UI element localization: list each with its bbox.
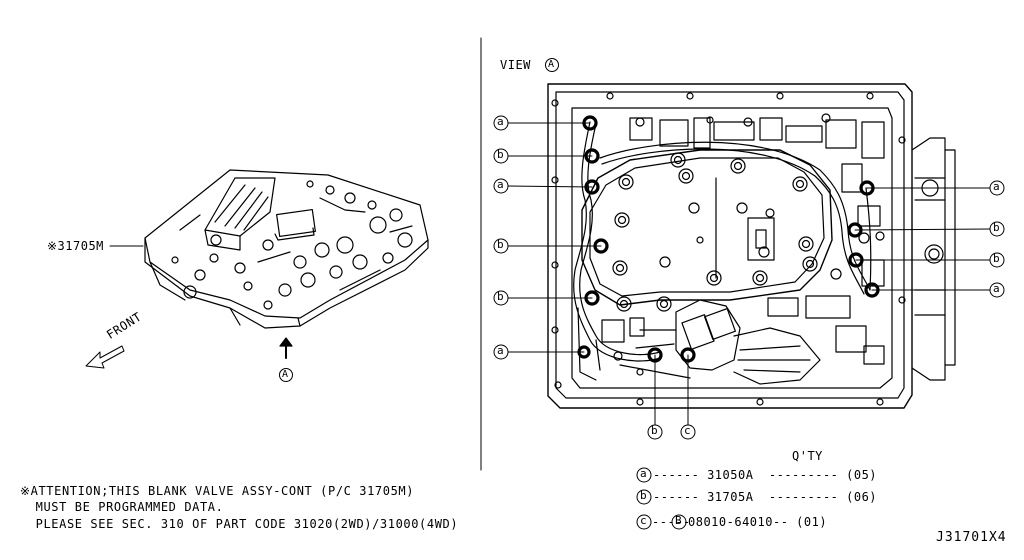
callout-letter: a	[497, 178, 505, 191]
legend-marker-letter: c	[640, 514, 648, 527]
callout-letter: b	[651, 424, 659, 437]
callout-leaders-left	[493, 115, 602, 360]
callout-letter: a	[497, 115, 505, 128]
view-title: VIEW	[500, 58, 531, 72]
view-arrow	[279, 337, 293, 382]
attention-line-2: MUST BE PROGRAMMED DATA.	[20, 500, 224, 514]
callout-letter: b	[497, 148, 505, 161]
view-marker-label: A	[282, 369, 289, 380]
callout-letter: a	[993, 180, 1001, 193]
callout-letter: c	[684, 424, 692, 437]
callout-letter: b	[993, 252, 1001, 265]
diagram-code: J31701X4	[936, 530, 1007, 545]
valve-assembly-isometric	[144, 169, 429, 329]
view-title-marker-label: A	[548, 59, 555, 70]
callout-letter: a	[497, 344, 505, 357]
legend-row-text: ------ 31050A --------- (05)	[653, 468, 878, 482]
attention-line-3: PLEASE SEE SEC. 310 OF PART CODE 31020(2…	[20, 517, 459, 531]
callout-letter: a	[993, 282, 1001, 295]
front-arrow-icon	[85, 345, 125, 369]
callout-letter: b	[497, 238, 505, 251]
view-title-marker	[545, 58, 559, 72]
legend-row-text: -----	[652, 515, 691, 529]
callout-leaders-right	[854, 180, 1005, 298]
valve-body-view-a	[547, 83, 956, 409]
legend-row-tail: 08010-64010-- (01)	[688, 515, 828, 529]
part-number-label: ※31705M	[47, 239, 104, 253]
legend-marker-letter: b	[640, 489, 648, 502]
attention-line-1: ※ATTENTION;THIS BLANK VALVE ASSY-CONT (P…	[20, 484, 415, 498]
quantity-header: Q'TY	[792, 449, 823, 463]
legend-sub-marker: B	[675, 514, 683, 527]
legend-marker-letter: a	[640, 467, 648, 480]
legend-row-text: ------ 31705A --------- (06)	[653, 490, 878, 504]
callout-leaders-bottom	[647, 354, 696, 440]
legend-markers	[636, 467, 687, 530]
callout-letter: b	[497, 290, 505, 303]
callout-letter: b	[993, 221, 1001, 234]
